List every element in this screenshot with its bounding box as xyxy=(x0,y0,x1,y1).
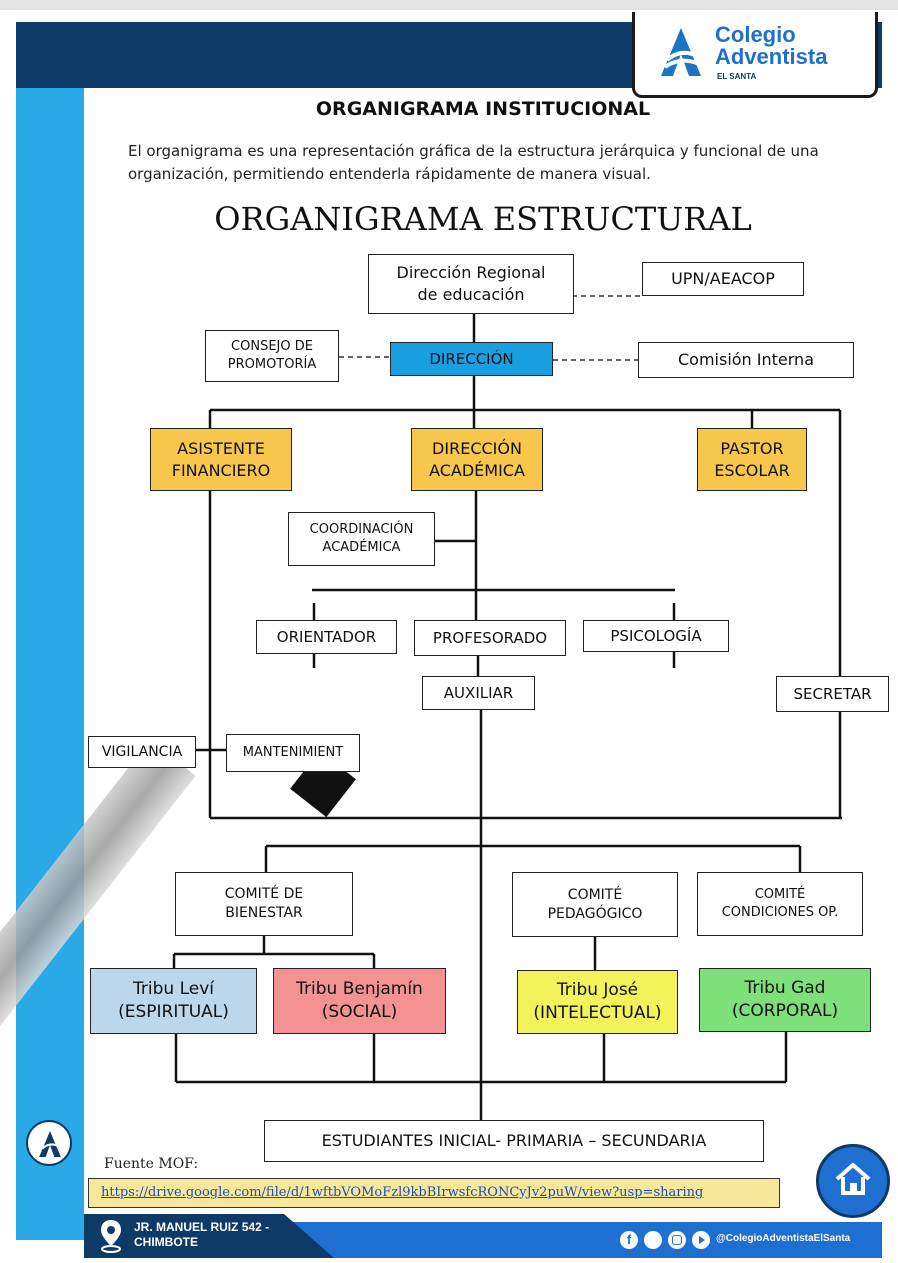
page-title: ORGANIGRAMA INSTITUCIONAL xyxy=(315,98,651,120)
node-asistente: ASISTENTE FINANCIERO xyxy=(150,428,292,491)
node-auxiliar: AUXILIAR xyxy=(422,676,535,710)
chart-title: ORGANIGRAMA ESTRUCTURAL xyxy=(214,200,752,238)
node-tribu-jose: Tribu José (INTELECTUAL) xyxy=(517,970,678,1034)
node-pastor: PASTOR ESCOLAR xyxy=(697,428,807,491)
node-tribu-gad: Tribu Gad (CORPORAL) xyxy=(699,968,871,1032)
location-pin-icon xyxy=(101,1220,121,1253)
source-label: Fuente MOF: xyxy=(104,1156,199,1172)
school-logo-icon xyxy=(661,28,701,76)
logo-card: Colegio Adventista EL SANTA xyxy=(632,12,878,98)
node-psicologia: PSICOLOGÍA xyxy=(583,620,729,652)
small-logo-circle xyxy=(26,1120,72,1166)
footer-social-handle: @ColegioAdventistaElSanta xyxy=(716,1233,851,1244)
brand-line2: Adventista xyxy=(715,44,828,69)
node-secretar: SECRETAR xyxy=(776,676,889,712)
node-tribu-levi: Tribu Leví (ESPIRITUAL) xyxy=(90,968,257,1034)
top-strip xyxy=(0,0,898,10)
node-consejo: CONSEJO DE PROMOTORÍA xyxy=(205,330,339,382)
node-comite-pedagogico: COMITÉ PEDAGÓGICO xyxy=(512,872,678,937)
node-direccion-regional: Dirección Regional de educación xyxy=(368,254,574,314)
node-comision: Comisión Interna xyxy=(638,342,854,378)
node-coordinacion: COORDINACIÓN ACADÉMICA xyxy=(288,512,435,566)
node-tribu-benjamin: Tribu Benjamín (SOCIAL) xyxy=(273,968,446,1034)
node-comite-condiciones: COMITÉ CONDICIONES OP. xyxy=(697,872,863,936)
small-school-logo-icon xyxy=(39,1131,61,1157)
brand-line1: Colegio xyxy=(715,22,796,47)
brand-sub: EL SANTA xyxy=(717,72,757,81)
twitter-icon[interactable] xyxy=(644,1231,662,1249)
node-profesorado: PROFESORADO xyxy=(414,620,566,656)
intro-paragraph: El organigrama es una representación grá… xyxy=(128,142,819,183)
footer-address-panel xyxy=(84,1214,334,1258)
instagram-icon[interactable] xyxy=(668,1231,686,1249)
node-comite-bienestar: COMITÉ DE BIENESTAR xyxy=(175,872,353,936)
node-estudiantes: ESTUDIANTES INICIAL- PRIMARIA – SECUNDAR… xyxy=(264,1120,764,1162)
home-button[interactable] xyxy=(816,1144,890,1218)
home-icon xyxy=(835,1163,871,1195)
youtube-icon[interactable] xyxy=(692,1231,710,1249)
facebook-icon[interactable]: f xyxy=(620,1231,638,1249)
node-orientador: ORIENTADOR xyxy=(256,620,397,654)
node-direccion: DIRECCIÓN xyxy=(390,342,553,376)
source-link[interactable]: https://drive.google.com/file/d/1wftbVOM… xyxy=(88,1178,780,1208)
node-upn: UPN/AEACOP xyxy=(642,262,804,296)
node-vigilancia: VIGILANCIA xyxy=(88,736,196,768)
footer-address: JR. MANUEL RUIZ 542 - CHIMBOTE xyxy=(134,1220,270,1249)
node-mantenimiento: MANTENIMIENT xyxy=(226,734,360,772)
node-dir-academica: DIRECCIÓN ACADÉMICA xyxy=(411,428,543,491)
left-band xyxy=(16,22,84,1240)
